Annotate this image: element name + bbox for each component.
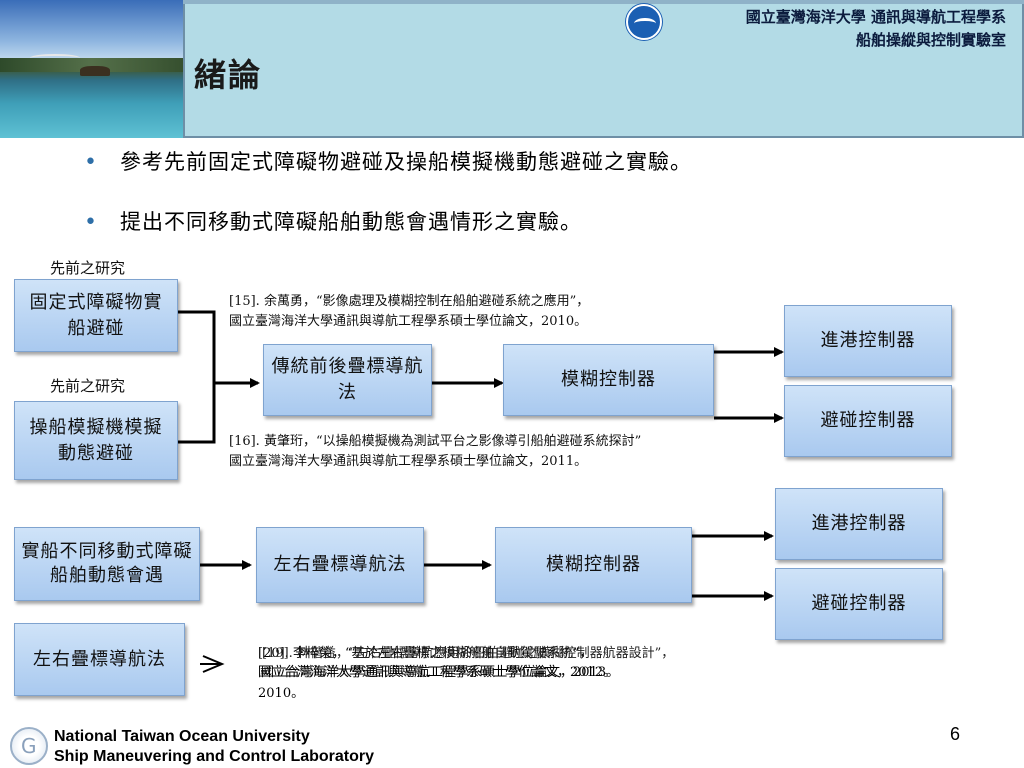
box-fuzzy-controller-2: 模糊控制器: [495, 527, 692, 603]
box-simulator-avoidance: 操船模擬機模擬動態避碰: [14, 401, 178, 480]
reference-15-source: 國立臺灣海洋大學通訊與導航工程學系碩士學位論文，2010。: [229, 314, 588, 329]
bullet-text-2: 提出不同移動式障礙船舶動態會遇情形之實驗。: [120, 210, 582, 234]
bullet-item-1: • 參考先前固定式障礙物避碰及操船模擬機動態避碰之實驗。: [84, 146, 692, 176]
reference-source-b: 國立台灣海洋大學通訊與導航工程學系碩士學位論文，2013。: [261, 665, 620, 680]
lab-logo-icon: [10, 727, 48, 765]
reference-15-title: [15]. 余萬勇，“影像處理及模糊控制在船舶避碰系統之應用”，: [229, 294, 590, 309]
page-number: 6: [950, 724, 961, 744]
slide-title: 緒論: [194, 56, 263, 94]
reference-year: 2010。: [258, 686, 305, 701]
reference-16: [16]. 黃肇珩，“以操船模擬機為測試平台之影像導引船舶避碰系統探討” 國立臺…: [229, 432, 641, 472]
footer-text: National Taiwan Ocean University Ship Ma…: [54, 727, 374, 767]
university-name: 國立臺灣海洋大學 通訊與導航工程學系 船舶操縱與控制實驗室: [746, 6, 1006, 52]
photo-bridge: [30, 54, 80, 62]
university-logo-icon: [626, 4, 662, 40]
reference-16-source: 國立臺灣海洋大學通訊與導航工程學系碩士學位論文，2011。: [229, 454, 588, 469]
harbor-photo: [0, 0, 183, 138]
bullet-dot-icon: •: [84, 210, 98, 235]
box-port-controller-2: 進港控制器: [775, 488, 943, 560]
reference-source-a: 國立台灣海洋大學通訊與導航工程學系碩士學位論文，2012。: [258, 665, 617, 680]
header-band: [183, 0, 1024, 138]
photo-rock: [80, 66, 110, 76]
bullet-text-1: 參考先前固定式障礙物避碰及操船模擬機動態避碰之實驗。: [120, 150, 692, 174]
box-avoidance-controller-2: 避碰控制器: [775, 568, 943, 640]
bullet-dot-icon: •: [84, 150, 98, 175]
box-fixed-obstacle: 固定式障礙物實船避碰: [14, 279, 178, 352]
box-avoidance-controller-1: 避碰控制器: [784, 385, 952, 457]
box-real-ship-encounter: 實船不同移動式障礙船舶動態會遇: [14, 527, 200, 601]
footer-lab: Ship Maneuvering and Control Laboratory: [54, 748, 375, 765]
university-line-1: 國立臺灣海洋大學 通訊與導航工程學系: [745, 8, 1006, 26]
slide-header: 緒論 國立臺灣海洋大學 通訊與導航工程學系 船舶操縱與控制實驗室: [0, 0, 1024, 138]
box-fuzzy-controller-1: 模糊控制器: [503, 344, 714, 416]
reference-20-title: [20]. 李梓榮，“基於左右疊標之模糊船舶自動駕駛系統”，: [258, 646, 593, 661]
reference-16-title: [16]. 黃肇珩，“以操船模擬機為測試平台之影像導引船舶避碰系統探討”: [229, 434, 642, 449]
box-leftright-navigation-1: 左右疊標導航法: [256, 527, 424, 603]
reference-15: [15]. 余萬勇，“影像處理及模糊控制在船舶避碰系統之應用”， 國立臺灣海洋大…: [229, 292, 589, 332]
prior-research-label-1: 先前之研究: [50, 259, 126, 277]
arrow-to-reference: [202, 655, 225, 673]
lab-name: 船舶操縱與控制實驗室: [855, 31, 1006, 49]
reference-19-title: [19]. 林楷益，“左右疊標導航應用於船舶避碰之模糊控制器航器設計”，: [262, 646, 675, 661]
box-leftright-navigation-2: 左右疊標導航法: [14, 623, 185, 696]
footer-university: National Taiwan Ocean University: [54, 728, 310, 745]
header-top-bar: [183, 0, 1024, 4]
bracket-connector: [178, 310, 216, 444]
prior-research-label-2: 先前之研究: [50, 377, 126, 395]
box-port-controller-1: 進港控制器: [784, 305, 952, 377]
bullet-item-2: • 提出不同移動式障礙船舶動態會遇情形之實驗。: [84, 206, 582, 236]
box-traditional-navigation: 傳統前後疊標導航法: [263, 344, 432, 416]
